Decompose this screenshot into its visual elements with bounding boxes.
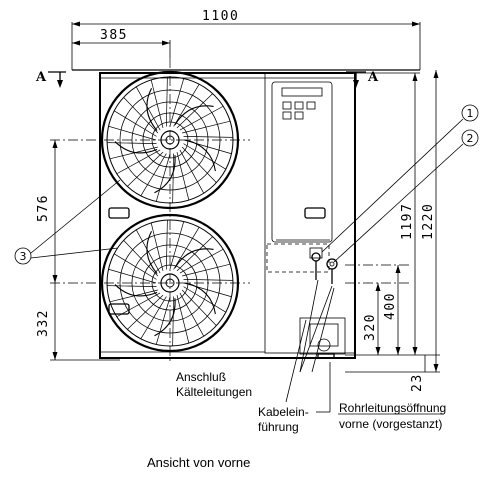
callout-1-number: 1 (467, 107, 474, 120)
callout-2 (333, 129, 479, 263)
section-mark-left (48, 71, 66, 88)
caption: Ansicht von vorne (147, 455, 250, 470)
callout-3 (14, 179, 121, 265)
dim-fan-center-offset: 385 (100, 28, 128, 43)
section-mark-right (346, 71, 366, 88)
dim-total-height-inner: 1197 (400, 203, 415, 240)
dim-fan-spacing: 576 (36, 194, 51, 222)
label-leaders (285, 279, 444, 415)
dim-port-height-lower: 320 (363, 313, 378, 341)
label-cable-2: führung (258, 420, 299, 434)
label-cable-1: Kabelein- (258, 405, 309, 419)
top-dimensions (71, 21, 421, 70)
label-refrigerant-2: Kälteleitungen (176, 385, 252, 399)
dim-port-height-upper: 400 (383, 292, 398, 320)
label-pipe-2: vorne (vorgestanzt) (339, 417, 442, 431)
label-pipe-1: Rohrleitungsöffnung (339, 401, 446, 415)
grill-slot-lower (108, 303, 130, 315)
centre-lines (50, 58, 410, 362)
callout-2-number: 2 (467, 132, 474, 145)
section-label-right: A (367, 70, 379, 85)
service-panel (266, 81, 333, 273)
dim-total-height-outer: 1220 (421, 203, 436, 240)
dim-overall-width: 1100 (202, 9, 239, 24)
left-dimensions (50, 140, 120, 361)
pipe-knockout (299, 317, 346, 359)
refrigerant-valves (309, 247, 338, 284)
dim-lower-fan-height: 332 (36, 309, 51, 337)
dim-base-offset: 23 (410, 373, 425, 392)
callout-1 (321, 104, 479, 253)
right-dimensions (345, 70, 440, 373)
section-label-left: A (35, 70, 47, 85)
callout-3-number: 3 (20, 250, 27, 263)
label-refrigerant-1: Anschluß (176, 370, 226, 384)
unit-casing (72, 69, 420, 359)
grill-slot-upper (108, 207, 130, 219)
